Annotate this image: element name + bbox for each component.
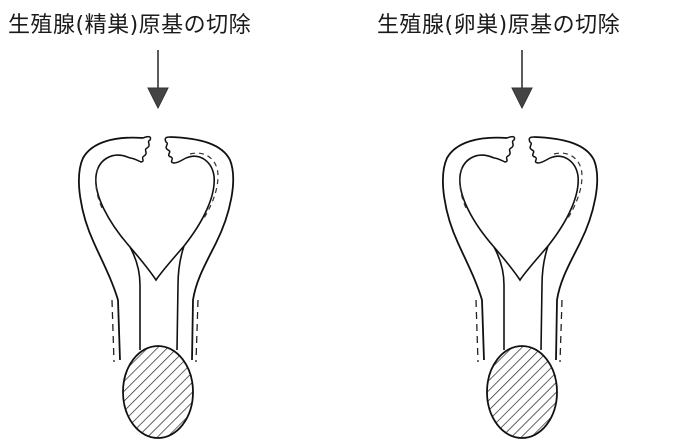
left-specimen <box>78 49 235 439</box>
right-caption: 生殖腺(卵巣)原基の切除 <box>377 13 621 38</box>
right-specimen <box>442 49 599 439</box>
left-caption: 生殖腺(精巣)原基の切除 <box>8 13 252 38</box>
